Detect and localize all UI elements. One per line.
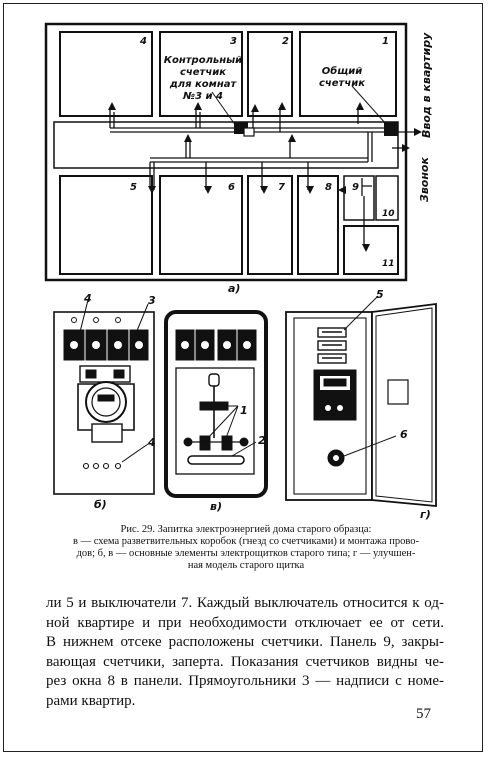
panel-b-letter: б) (94, 498, 107, 511)
meter-boxes (234, 122, 398, 137)
room-label-9: 9 (352, 182, 359, 193)
common-meter-label-2: счетчик (319, 78, 365, 89)
room-4 (59, 31, 153, 117)
room-label-11: 11 (382, 259, 395, 269)
panel-g-letter: г) (420, 508, 431, 521)
panel-v-letter: в) (210, 500, 222, 513)
room-label-5: 5 (130, 182, 137, 193)
bell-label: Звонок (418, 157, 431, 202)
room-7 (247, 175, 293, 275)
panel-b-callout-4-top: 4 (83, 292, 92, 305)
panel-a-letter: а) (228, 282, 240, 295)
panel-a-labels: 4 3 2 1 5 6 7 8 9 10 11 Контрольный счет… (130, 32, 433, 295)
room-6 (159, 175, 243, 275)
room-label-6: 6 (228, 182, 235, 193)
panel-v-callout-2: 2 (258, 434, 266, 447)
caption-line-3: дов; б, в — основные элементы электрощит… (76, 548, 416, 559)
page-number: 57 (416, 706, 431, 722)
entry-label: Ввод в квартиру (420, 32, 433, 138)
corridor (53, 121, 399, 169)
room-9 (343, 175, 375, 221)
common-meter-label-1: Общий (322, 65, 363, 77)
room-2 (247, 31, 293, 117)
room-8 (297, 175, 339, 275)
figure-caption: Рис. 29. Запитка электроэнергией дома ст… (60, 524, 432, 572)
caption-line-1: Рис. 29. Запитка электроэнергией дома ст… (120, 524, 372, 535)
body-line-4: вающая счетчики, заперта. Показания счет… (46, 653, 444, 670)
room-label-7: 7 (278, 182, 285, 193)
room-label-4: 4 (139, 36, 147, 47)
body-line-3: В нижнем отсеке расположены счетчики. Па… (46, 634, 444, 650)
panel-v-callout-1: 1 (240, 404, 248, 417)
room-3 (159, 31, 243, 117)
room-label-1: 1 (382, 36, 389, 47)
room-label-3: 3 (230, 36, 237, 47)
panel-g-callout-6: 6 (400, 428, 408, 441)
room-5 (59, 175, 153, 275)
room-11 (343, 225, 399, 275)
control-meter-label-4: №3 и 4 (182, 91, 223, 102)
panel-b-labels: 4 3 4 б) (83, 292, 156, 511)
panel-g-cabinet (285, 295, 437, 507)
body-line-6: рами квартир. (46, 692, 136, 709)
body-line-1: ли 5 и выключатели 7. Каждый выключатель… (46, 595, 444, 611)
panel-b-callout-3: 3 (148, 294, 156, 307)
panel-b-switchboard (53, 299, 155, 495)
caption-line-2: в — схема разветвительных коробок (гнезд… (73, 536, 419, 547)
control-meter-label-3: для комнат (169, 79, 238, 90)
panel-v-switchboard (164, 310, 268, 498)
common-meter-icon (384, 122, 398, 136)
panel-g-callout-5: 5 (376, 288, 384, 301)
wire-arrows (108, 102, 422, 252)
control-meter-label-1: Контрольный (164, 55, 242, 66)
caption-line-4: ная модель старого щитка (187, 560, 305, 571)
panel-v-labels: 1 2 в) (210, 404, 266, 513)
control-meter-label-2: счетчик (180, 67, 226, 78)
room-1 (299, 31, 397, 117)
body-paragraph: ли 5 и выключатели 7. Каждый выключатель… (46, 594, 444, 711)
room-label-8: 8 (325, 182, 332, 193)
panel-g-labels: 5 6 г) (376, 288, 431, 521)
panel-a-floor-plan (44, 22, 418, 282)
body-line-5: рез окна 8 в панели. Прямоугольники 3 — … (46, 673, 444, 689)
room-label-10: 10 (382, 209, 395, 219)
body-line-2: ной квартире и при необходимости отключа… (46, 614, 444, 631)
room-label-2: 2 (282, 36, 289, 47)
room-10 (375, 175, 399, 221)
panel-b-callout-4-bottom: 4 (147, 436, 156, 449)
page-border (3, 3, 483, 752)
